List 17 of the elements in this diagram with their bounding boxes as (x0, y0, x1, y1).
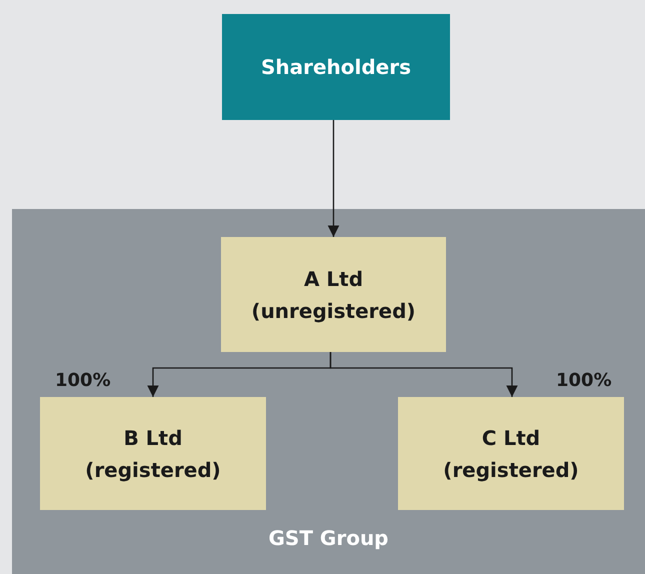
box-title: C Ltd (482, 424, 540, 452)
arrow (330, 352, 518, 397)
box-subtitle: (registered) (85, 456, 221, 484)
box-title: Shareholders (260, 54, 412, 81)
box-title: B Ltd (124, 424, 182, 452)
process-box (398, 397, 624, 510)
group-band (12, 209, 645, 574)
arrow (328, 120, 340, 237)
group-label: GST Group (268, 525, 388, 552)
box-title: A Ltd (304, 266, 364, 292)
process-box (221, 237, 446, 352)
box-subtitle: (registered) (443, 456, 579, 484)
edge-label: 100% (55, 370, 111, 392)
process-box (40, 397, 266, 510)
process-box (222, 14, 450, 120)
box-subtitle: (unregistered) (251, 298, 416, 324)
edge-label: 100% (556, 370, 612, 392)
